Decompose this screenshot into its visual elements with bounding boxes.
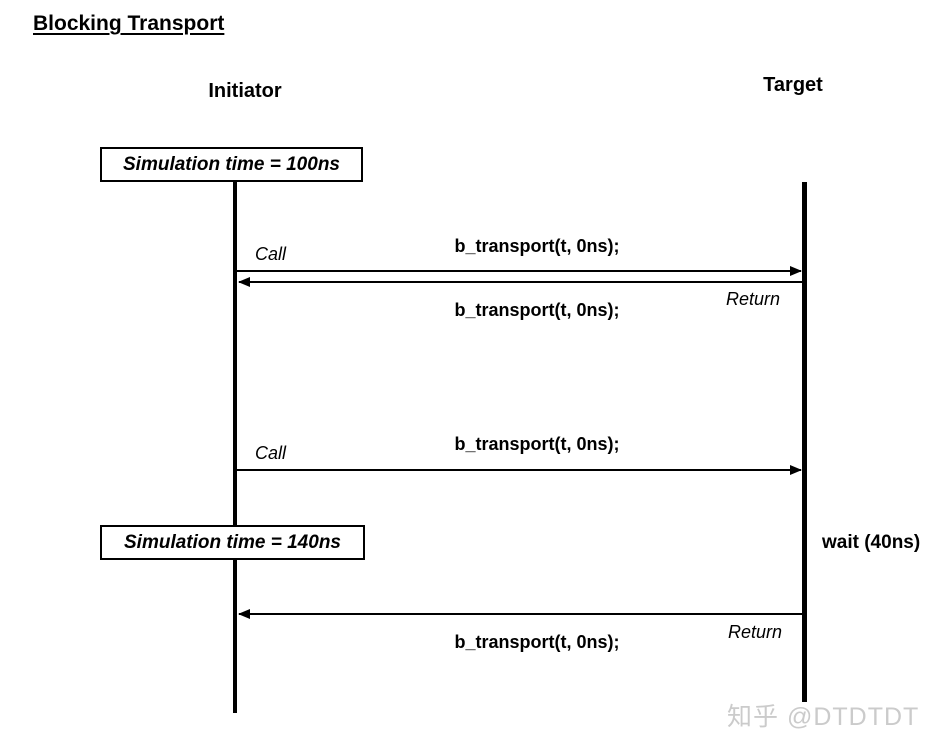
call-1-label: Call [255, 244, 287, 264]
return-1-arrow [239, 281, 804, 283]
target-lifeline [802, 182, 807, 702]
call-2-signature: b_transport(t, 0ns); [454, 434, 620, 454]
sim-time-box-100ns: Simulation time = 100ns [100, 147, 363, 182]
call-2-arrow [237, 469, 801, 471]
return-2-signature: b_transport(t, 0ns); [454, 632, 620, 652]
return-1-label: Return [725, 289, 781, 309]
call-1-arrow [237, 270, 801, 272]
initiator-label: Initiator [208, 80, 282, 102]
initiator-lifeline [233, 181, 237, 713]
call-1-signature: b_transport(t, 0ns); [454, 236, 620, 256]
diagram-title: Blocking Transport [33, 12, 225, 35]
sim-time-box-140ns: Simulation time = 140ns [100, 525, 365, 560]
return-1-signature: b_transport(t, 0ns); [454, 300, 620, 320]
target-label: Target [763, 74, 823, 96]
wait-annotation: wait (40ns) [822, 532, 921, 553]
return-2-arrow [239, 613, 804, 615]
call-2-label: Call [255, 443, 287, 463]
return-2-label: Return [727, 622, 783, 642]
watermark: 知乎 @DTDTDT [727, 703, 920, 731]
